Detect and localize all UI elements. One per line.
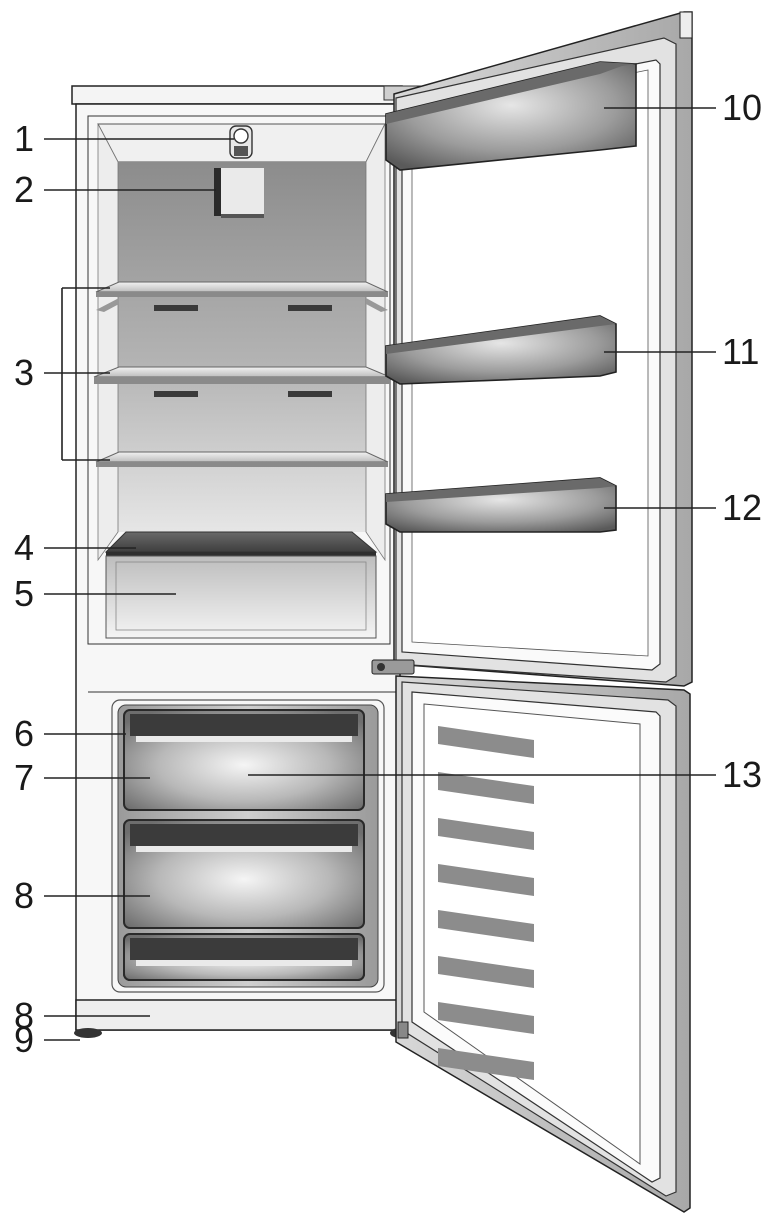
callout-8-bottom: 8 — [14, 995, 35, 1036]
callout-lines — [44, 107, 716, 1041]
glass-shelf-2 — [93, 366, 391, 397]
crisper-drawer — [105, 555, 377, 639]
freezer-door — [395, 675, 691, 1213]
door-bin-upper — [385, 315, 617, 385]
cabinet-top — [71, 85, 403, 105]
callout-8-middle: 8 — [14, 875, 35, 916]
freezer-drawer-1 — [123, 709, 365, 811]
callout-11: 11 — [722, 331, 760, 372]
callout-4: 4 — [14, 527, 35, 568]
door-bin-lower — [385, 477, 617, 533]
callout-6: 6 — [14, 713, 35, 754]
cabinet-plinth — [75, 999, 401, 1031]
callout-10: 10 — [722, 87, 763, 128]
callout-5: 5 — [14, 573, 35, 614]
glass-shelf-3 — [95, 451, 389, 467]
callout-7: 7 — [14, 757, 35, 798]
callout-12: 12 — [722, 487, 763, 528]
callout-2: 2 — [14, 169, 35, 210]
callout-1: 1 — [14, 118, 35, 159]
callout-13: 13 — [722, 754, 763, 795]
bottom-hinge — [397, 1021, 409, 1039]
crisper-cover — [104, 531, 378, 556]
fridge-door — [371, 11, 693, 687]
freezer-compartment — [111, 699, 385, 993]
adjustable-foot-left — [74, 1028, 102, 1038]
fridge-back-wall — [118, 162, 366, 532]
door-butter-compartment — [385, 61, 637, 171]
freezer-drawer-2 — [123, 819, 365, 929]
freezer-door-pattern — [438, 726, 534, 1080]
fridge-compartment — [93, 123, 391, 639]
freezer-drawer-3-body — [123, 933, 365, 981]
callout-9: 9 — [14, 1019, 35, 1060]
thermostat-knob — [214, 168, 264, 218]
interior-light — [229, 125, 253, 159]
middle-hinge — [371, 659, 415, 675]
glass-shelf-1 — [95, 281, 389, 312]
callout-3: 3 — [14, 352, 35, 393]
